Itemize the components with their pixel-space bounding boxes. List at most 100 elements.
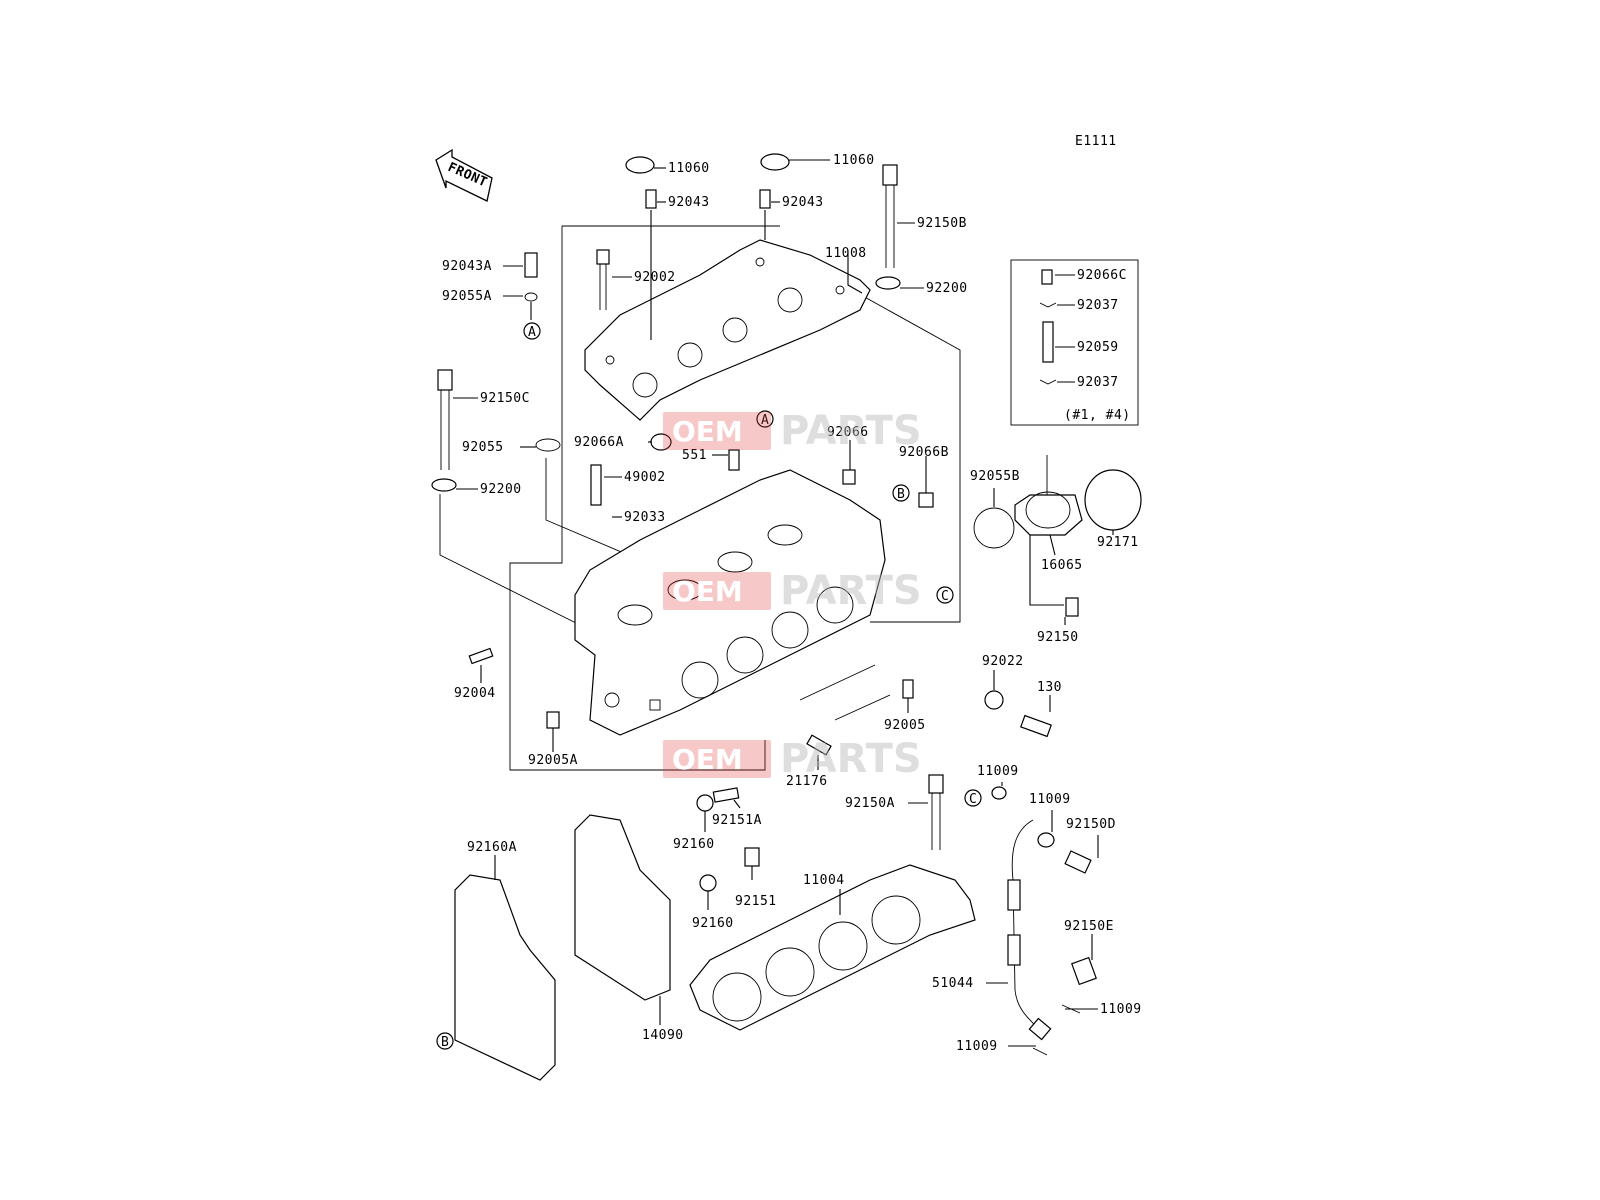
group-box [1010, 259, 1139, 426]
label-92160-bottom: 92160 [692, 916, 734, 931]
assembly-outline [439, 225, 961, 771]
group-label: (#1, #4) [1064, 408, 1131, 423]
label-92150: 92150 [1037, 630, 1079, 645]
label-92043-left: 92043 [668, 195, 710, 210]
label-92150E: 92150E [1064, 919, 1114, 934]
callout-c-icon: C [936, 586, 954, 604]
bolt-92150A [928, 774, 944, 850]
callout-a-icon: A [523, 322, 541, 340]
svg-text:B: B [441, 1035, 449, 1050]
label-11009-a: 11009 [977, 764, 1019, 779]
o-ring-small [535, 438, 561, 452]
label-92037-top: 92037 [1077, 298, 1119, 313]
washer-top [875, 276, 901, 290]
hose-92059 [1042, 321, 1054, 363]
plug-92005A [546, 711, 560, 729]
svg-text:PARTS: PARTS [780, 568, 922, 614]
washer-11009-b [1037, 832, 1055, 848]
label-92150D: 92150D [1066, 817, 1116, 832]
label-92200-top: 92200 [926, 281, 968, 296]
watermark-bottom: OEM PARTS [663, 736, 922, 782]
gasket-left [625, 156, 655, 174]
svg-text:A: A [761, 413, 769, 428]
clip-92037-top [1039, 302, 1057, 308]
leader-lines [453, 159, 1114, 1047]
gasket-right [760, 153, 790, 171]
label-92059: 92059 [1077, 340, 1119, 355]
label-49002: 49002 [624, 470, 666, 485]
label-92037-bottom: 92037 [1077, 375, 1119, 390]
svg-text:PARTS: PARTS [780, 736, 922, 782]
svg-text:OEM: OEM [672, 743, 743, 776]
intake-holder [1014, 455, 1083, 536]
label-92055B: 92055B [970, 469, 1020, 484]
chain-guide [574, 814, 671, 1001]
diagram-code: E1111 [1075, 134, 1117, 149]
pin-551 [728, 449, 740, 471]
label-92150A: 92150A [845, 796, 895, 811]
stud-92005 [902, 679, 914, 699]
svg-text:OEM: OEM [672, 415, 743, 448]
label-11008: 11008 [825, 246, 867, 261]
svg-text:PARTS: PARTS [780, 408, 922, 454]
label-92151: 92151 [735, 894, 777, 909]
long-bolt-92150C [437, 369, 453, 470]
bolt-92151A [712, 787, 740, 803]
stud-92004 [468, 647, 494, 665]
washer-11009-a [991, 786, 1007, 800]
label-11004: 11004 [803, 873, 845, 888]
cylinder-head [574, 469, 886, 736]
label-11009-b: 11009 [1029, 792, 1071, 807]
plug-92066B [918, 492, 934, 508]
label-92004: 92004 [454, 686, 496, 701]
callout-b2-icon: B [436, 1032, 454, 1050]
label-92066C: 92066C [1077, 268, 1127, 283]
watermark-middle: OEM PARTS [663, 568, 922, 614]
label-92150B: 92150B [917, 216, 967, 231]
label-92151A: 92151A [712, 813, 762, 828]
rubber-plate [454, 874, 556, 1081]
label-14090: 14090 [642, 1028, 684, 1043]
label-92043-right: 92043 [782, 195, 824, 210]
clamp-ring [1084, 469, 1142, 531]
bolt-92150 [1065, 597, 1079, 617]
label-130: 130 [1037, 680, 1062, 695]
plug-bolt [1071, 956, 1097, 986]
banjo-bolt [1064, 850, 1092, 874]
label-92066: 92066 [827, 425, 869, 440]
oil-pipe [1007, 819, 1052, 1041]
label-92171: 92171 [1097, 535, 1139, 550]
dowel-left [645, 189, 657, 209]
front-arrow-icon: FRONT [435, 148, 493, 202]
label-92160-top: 92160 [673, 837, 715, 852]
dowel-right [759, 189, 771, 209]
grommet-upper [696, 794, 714, 812]
watermark-top: OEM PARTS [663, 408, 922, 454]
fitting-92066C [1041, 269, 1053, 285]
svg-text:B: B [897, 487, 905, 502]
clip-11009-d [1032, 1047, 1048, 1056]
washer-bottom [431, 478, 457, 492]
plug-92066 [842, 469, 856, 485]
label-92066B: 92066B [899, 445, 949, 460]
part-labels: 11060 11060 92043 92043 92150B 11008 922… [442, 153, 1142, 1054]
o-ring [973, 507, 1015, 549]
label-92055A: 92055A [442, 289, 492, 304]
svg-text:C: C [969, 792, 977, 807]
label-92066A: 92066A [574, 435, 624, 450]
label-11060-right: 11060 [833, 153, 875, 168]
label-92022: 92022 [982, 654, 1024, 669]
svg-text:C: C [941, 589, 949, 604]
label-92200-bottom: 92200 [480, 482, 522, 497]
callout-a-label: A [528, 325, 536, 340]
camshaft-holder [584, 239, 871, 421]
label-21176: 21176 [786, 774, 828, 789]
svg-text:OEM: OEM [672, 575, 743, 608]
label-92055: 92055 [462, 440, 504, 455]
label-16065: 16065 [1041, 558, 1083, 573]
dowel-pin [524, 252, 538, 278]
label-11009-c: 11009 [1100, 1002, 1142, 1017]
label-51044: 51044 [932, 976, 974, 991]
label-551: 551 [682, 448, 707, 463]
